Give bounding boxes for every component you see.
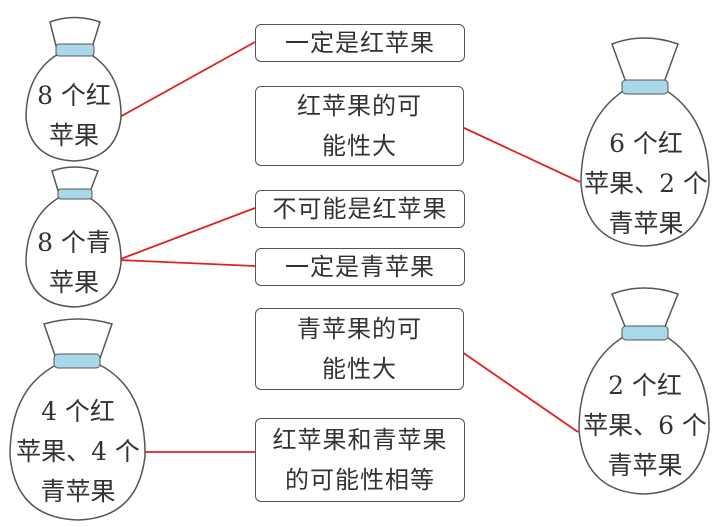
bag-label-line: 8 个青 (37, 228, 111, 257)
line-green8-surely-green (117, 259, 256, 267)
sack-shape (9, 318, 146, 521)
bag-label-line: 苹果 (48, 268, 99, 297)
sack-shape (25, 166, 122, 308)
bag-label-line: 4 个红 (41, 397, 115, 426)
line-red8-surely-red (117, 41, 256, 119)
box-impossible-red: 不可能是红苹果 (255, 190, 465, 228)
sack-shape (580, 37, 710, 247)
box-label: 不可能是红苹果 (272, 195, 448, 223)
bag-label-line: 青苹果 (608, 209, 684, 238)
box-label: 红苹果的可 (297, 92, 422, 120)
box-surely-green: 一定是青苹果 (255, 248, 465, 286)
bag-label-line: 苹果 (48, 121, 99, 150)
box-label: 红苹果和青苹果 (272, 426, 448, 454)
box-green-more-likely: 青苹果的可 能性大 (255, 308, 464, 390)
bag-label-line: 苹果、2 个 (584, 169, 708, 198)
bag-6-red-2-green-apples: 6 个红 苹果、2 个 青苹果 (578, 34, 714, 248)
box-label: 一定是红苹果 (285, 29, 435, 57)
bag-label-line: 青苹果 (607, 451, 683, 480)
bag-label-line: 苹果、4 个 (16, 437, 140, 466)
box-surely-red: 一定是红苹果 (255, 24, 465, 62)
sack-shape (578, 287, 710, 495)
bag-4-red-4-green-apples: 4 个红 苹果、4 个 青苹果 (6, 316, 150, 522)
line-red6green2-red-more-likely (461, 126, 581, 183)
line-green8-impossible-red (117, 207, 256, 261)
line-red2green6-green-more-likely (461, 351, 579, 433)
bag-label-line: 青苹果 (40, 477, 116, 506)
bag-label-line: 6 个红 (609, 129, 683, 158)
sack-shape (25, 16, 122, 162)
box-equal-likelihood: 红苹果和青苹果 的可能性相等 (255, 418, 465, 502)
box-label: 能性大 (322, 355, 397, 383)
box-label: 能性大 (322, 132, 397, 160)
box-label: 青苹果的可 (297, 315, 422, 343)
bag-2-red-6-green-apples: 2 个红 苹果、6 个 青苹果 (576, 284, 714, 496)
box-label: 一定是青苹果 (285, 253, 435, 281)
bag-8-green-apples: 8 个青 苹果 (22, 165, 126, 310)
bag-label-line: 苹果、6 个 (583, 411, 707, 440)
bag-8-red-apples: 8 个红 苹果 (22, 14, 126, 164)
box-label: 的可能性相等 (285, 466, 435, 494)
bag-label-line: 8 个红 (37, 81, 111, 110)
bag-label-line: 2 个红 (608, 371, 682, 400)
box-red-more-likely: 红苹果的可 能性大 (255, 86, 464, 166)
